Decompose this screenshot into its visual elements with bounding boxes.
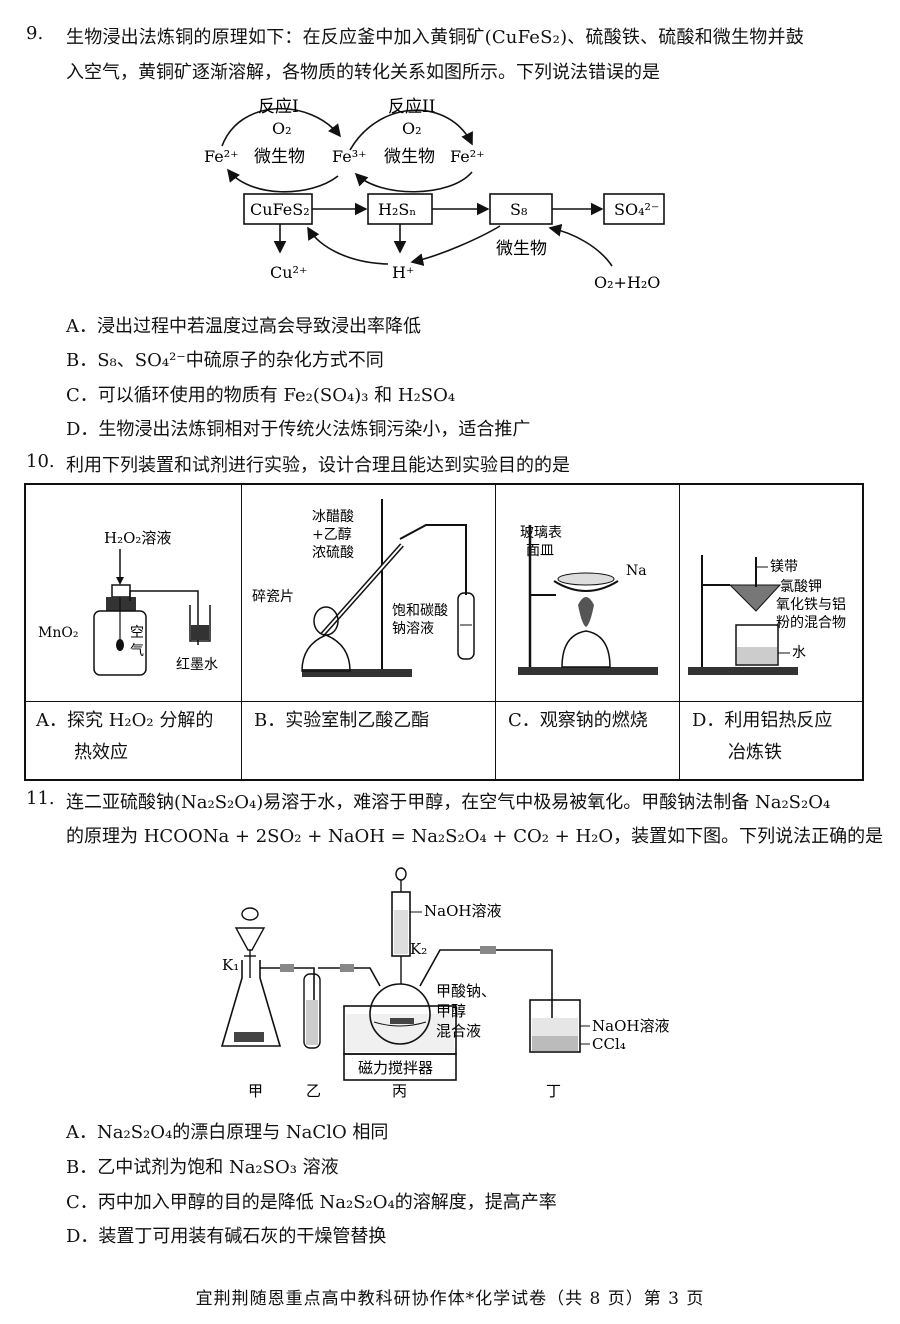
q9-number: 9. bbox=[26, 23, 44, 44]
reaction2-label: 反应II bbox=[388, 97, 435, 117]
page-footer: 宜荆荆随恩重点高中教科研协作体*化学试卷（共 8 页）第 3 页 bbox=[195, 1289, 705, 1309]
o2-label-2: O₂ bbox=[402, 119, 422, 138]
q10-apparatus-table: H₂O₂溶液 MnO₂ 空 气 红墨水 A．探究 H₂O₂ 分解的 热效应 冰醋… bbox=[24, 483, 864, 781]
mix-label-2: 甲醇 bbox=[436, 1002, 466, 1020]
q11-option-a[interactable]: A．Na₂S₂O₄的漂白原理与 NaClO 相同 bbox=[66, 1122, 389, 1143]
q11-option-c[interactable]: C．丙中加入甲醇的目的是降低 Na₂S₂O₄的溶解度，提高产率 bbox=[66, 1192, 557, 1213]
q10-caption-c: C．观察钠的燃烧 bbox=[508, 710, 648, 731]
ding-label: 丁 bbox=[546, 1082, 561, 1100]
label-watch-glass-2: 面皿 bbox=[526, 543, 554, 559]
q10-caption-a-2: 热效应 bbox=[74, 742, 128, 763]
s8-label: S₈ bbox=[510, 200, 527, 219]
label-na: Na bbox=[626, 563, 647, 579]
q10-cell-d[interactable]: 镁带 氯酸钾 氧化铁与铝 粉的混合物 水 D．利用铝热反应 冶炼铁 bbox=[680, 485, 864, 781]
label-watch-glass-1: 玻璃表 bbox=[520, 524, 562, 541]
q9-option-b[interactable]: B．S₈、SO₄²⁻中硫原子的杂化方式不同 bbox=[66, 350, 384, 371]
q9-option-a[interactable]: A．浸出过程中若温度过高会导致浸出率降低 bbox=[66, 316, 421, 337]
q10-cell-c[interactable]: 玻璃表 面皿 Na C．观察钠的燃烧 bbox=[496, 485, 680, 781]
q9-stem-line1: 生物浸出法炼铜的原理如下：在反应釜中加入黄铜矿(CuFeS₂)、硫酸铁、硫酸和微… bbox=[66, 27, 804, 48]
q9-option-c[interactable]: C．可以循环使用的物质有 Fe₂(SO₄)₃ 和 H₂SO₄ bbox=[66, 385, 456, 406]
label-porcelain: 碎瓷片 bbox=[252, 589, 294, 605]
naoh-right-label: NaOH溶液 bbox=[592, 1017, 669, 1035]
q10-number: 10. bbox=[26, 451, 55, 472]
q11-option-d[interactable]: D．装置丁可用装有碱石灰的干燥管替换 bbox=[66, 1226, 387, 1247]
yi-label: 乙 bbox=[306, 1082, 321, 1100]
q10-caption-a: A．探究 H₂O₂ 分解的 bbox=[36, 710, 214, 731]
cufes2-label: CuFeS₂ bbox=[250, 200, 310, 219]
q10-caption-d: D．利用铝热反应 bbox=[692, 710, 833, 731]
q9-stem-line2: 入空气，黄铜矿逐渐溶解，各物质的转化关系如图所示。下列说法错误的是 bbox=[66, 62, 660, 83]
s8-box bbox=[489, 193, 553, 225]
cu2-label: Cu²⁺ bbox=[270, 263, 307, 282]
q9-conversion-diagram: 反应I 反应II O₂ O₂ 微生物 微生物 Fe²⁺ Fe³⁺ Fe²⁺ Cu… bbox=[204, 97, 665, 292]
label-water: 水 bbox=[792, 645, 806, 661]
fe3-center: Fe³⁺ bbox=[332, 147, 367, 166]
q10-cell-a[interactable]: H₂O₂溶液 MnO₂ 空 气 红墨水 A．探究 H₂O₂ 分解的 热效应 bbox=[26, 485, 242, 781]
q10-stem: 利用下列装置和试剂进行实验，设计合理且能达到实验目的的是 bbox=[66, 455, 570, 476]
label-na2co3-1: 饱和碳酸 bbox=[392, 603, 448, 619]
microbe-label-1: 微生物 bbox=[254, 147, 305, 167]
reaction1-label: 反应I bbox=[258, 97, 299, 117]
label-h2o2: H₂O₂溶液 bbox=[104, 529, 171, 547]
so4-label: SO₄²⁻ bbox=[614, 200, 659, 219]
stirrer-label: 磁力搅拌器 bbox=[358, 1059, 433, 1077]
label-air-1: 空 bbox=[130, 625, 144, 641]
label-thermite-2: 粉的混合物 bbox=[776, 615, 846, 631]
q10-caption-b: B．实验室制乙酸乙酯 bbox=[254, 710, 430, 731]
label-mno2: MnO₂ bbox=[38, 625, 78, 641]
label-na2co3-2: 钠溶液 bbox=[392, 621, 434, 637]
h2sn-label: H₂Sₙ bbox=[378, 200, 416, 219]
bing-label: 丙 bbox=[392, 1082, 407, 1100]
q11-stem-line1: 连二亚硫酸钠(Na₂S₂O₄)易溶于水，难溶于甲醇，在空气中极易被氧化。甲酸钠法… bbox=[66, 792, 831, 813]
ccl4-label: CCl₄ bbox=[592, 1035, 626, 1053]
o2h2o-label: O₂+H₂O bbox=[594, 273, 660, 292]
mix-label-1: 甲酸钠、 bbox=[436, 982, 496, 1000]
hplus-label: H⁺ bbox=[392, 263, 414, 282]
microbe-label-2: 微生物 bbox=[384, 147, 435, 167]
label-red-ink: 红墨水 bbox=[176, 657, 218, 673]
mix-label-3: 混合液 bbox=[436, 1022, 481, 1040]
o2-label-1: O₂ bbox=[272, 119, 292, 138]
jia-label: 甲 bbox=[248, 1082, 263, 1100]
q10-caption-d-2: 冶炼铁 bbox=[728, 742, 782, 763]
microbe-label-3: 微生物 bbox=[496, 239, 547, 259]
label-air-2: 气 bbox=[130, 643, 144, 659]
k1-label: K₁ bbox=[222, 956, 239, 974]
k2-label: K₂ bbox=[410, 940, 427, 958]
label-ethanol: +乙醇 bbox=[312, 526, 352, 543]
q10-cell-b[interactable]: 冰醋酸 +乙醇 浓硫酸 碎瓷片 饱和碳酸 钠溶液 B．实验室制乙酸乙酯 bbox=[242, 485, 496, 781]
label-mg-ribbon: 镁带 bbox=[770, 559, 798, 575]
q9-option-d[interactable]: D．生物浸出法炼铜相对于传统火法炼铜污染小，适合推广 bbox=[66, 419, 531, 440]
fe2-left: Fe²⁺ bbox=[204, 147, 239, 166]
fe2-right: Fe²⁺ bbox=[450, 147, 485, 166]
naoh-top-label: NaOH溶液 bbox=[424, 902, 501, 920]
label-acetic: 冰醋酸 bbox=[312, 509, 354, 525]
q11-number: 11. bbox=[26, 788, 55, 809]
q11-option-b[interactable]: B．乙中试剂为饱和 Na₂SO₃ 溶液 bbox=[66, 1157, 339, 1178]
q11-stem-line2: 的原理为 HCOONa + 2SO₂ + NaOH = Na₂S₂O₄ + CO… bbox=[66, 826, 884, 847]
label-h2so4: 浓硫酸 bbox=[312, 545, 354, 561]
q11-apparatus-diagram: K₁ 磁力搅拌器 NaOH溶液 K₂ 甲酸钠、 甲醇 混合液 NaOH溶液 CC… bbox=[220, 867, 669, 1100]
so4-box bbox=[603, 193, 665, 225]
cufes2-box bbox=[243, 193, 313, 225]
label-kclo3: 氯酸钾 bbox=[780, 579, 822, 595]
label-thermite-1: 氧化铁与铝 bbox=[776, 597, 846, 613]
